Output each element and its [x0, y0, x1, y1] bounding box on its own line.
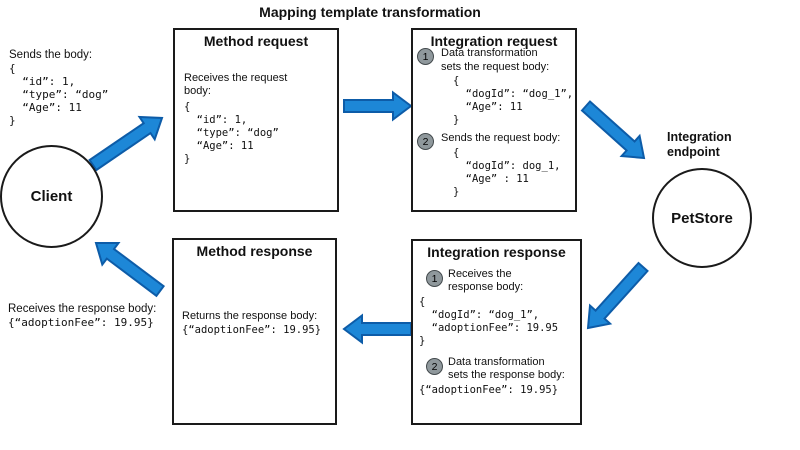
arrow-endpoint-to-integration-response	[586, 261, 649, 330]
integration-response-box: Integration response 1 Receives the resp…	[411, 239, 582, 425]
client-receives-label: Receives the response body:	[8, 303, 157, 315]
step-2-badge: 2	[426, 358, 443, 375]
client-receives-annotation: Receives the response body: {“adoptionFe…	[8, 302, 156, 329]
step-2-badge: 2	[417, 133, 434, 150]
integration-request-box: Integration request 1 Data transformatio…	[411, 28, 577, 212]
method-request-code: { “id”: 1, “type”: “dog” “Age”: 11 }	[184, 101, 279, 165]
arrow-integration-response-to-method-response	[342, 313, 412, 345]
step-2-code: { “dogId”: dog_1, “Age” : 11 }	[453, 146, 561, 198]
step-1-label: Receives the response body:	[448, 268, 524, 293]
method-response-code: {“adoptionFee”: 19.95}	[182, 324, 322, 336]
client-sends-label: Sends the body:	[9, 49, 93, 61]
step-1-code: { “dogId”: “dog_1”, “Age”: 11 }	[453, 75, 574, 126]
arrow-integration-request-to-endpoint	[580, 100, 646, 160]
method-response-title: Method response	[196, 243, 313, 259]
client-node-label: Client	[30, 188, 73, 205]
integration-request-step-1: 1 Data transformation sets the request b…	[417, 47, 573, 127]
method-request-label: Receives the request body:	[184, 72, 288, 97]
integration-response-step-1: 1 Receives the response body: { “dogId”:…	[417, 268, 578, 348]
integration-response-step-2: 2 Data transformation sets the response …	[417, 356, 578, 397]
client-sends-code: { “id”: 1, “type”: “dog” “Age”: 11 }	[9, 62, 109, 127]
petstore-node: PetStore	[652, 168, 752, 268]
petstore-node-label: PetStore	[671, 209, 733, 227]
method-request-title: Method request	[203, 33, 309, 49]
integration-request-title: Integration request	[430, 33, 558, 49]
integration-response-title: Integration response	[427, 244, 566, 260]
step-1-label: Data transformation sets the request bod…	[441, 47, 550, 73]
step-2-code: {“adoptionFee”: 19.95}	[419, 384, 559, 396]
client-node: Client	[0, 145, 103, 248]
method-request-box: Method request Receives the request body…	[173, 28, 339, 212]
integration-endpoint-caption: Integration endpoint	[667, 130, 732, 159]
step-1-code: { “dogId”: “dog_1”, “adoptionFee”: 19.95…	[419, 296, 559, 347]
client-receives-code: {“adoptionFee”: 19.95}	[8, 316, 154, 329]
arrow-method-request-to-integration-request	[343, 90, 413, 122]
arrow-method-response-to-client	[94, 242, 166, 298]
step-2-label: Data transformation sets the response bo…	[448, 356, 565, 381]
step-2-label: Sends the request body:	[441, 132, 561, 144]
step-1-badge: 1	[417, 48, 434, 65]
step-1-badge: 1	[426, 270, 443, 287]
method-response-label: Returns the response body:	[182, 310, 318, 322]
diagram-title: Mapping template transformation	[259, 4, 481, 20]
integration-request-step-2: 2 Sends the request body: { “dogId”: dog…	[417, 132, 573, 199]
client-sends-annotation: Sends the body: { “id”: 1, “type”: “dog”…	[9, 48, 108, 127]
method-response-box: Method response Returns the response bod…	[172, 238, 337, 425]
